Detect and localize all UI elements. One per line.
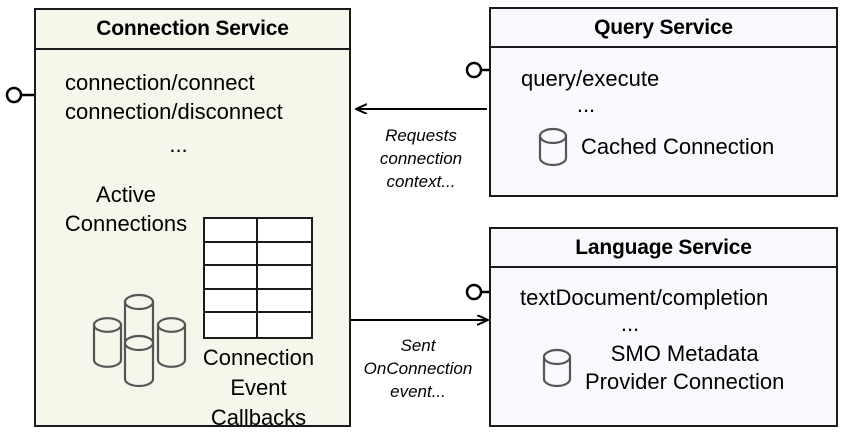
active-connections-label: Active Connections [46, 180, 206, 238]
connection-service-body: connection/connect connection/disconnect… [36, 50, 349, 430]
cached-connection-label: Cached Connection [581, 134, 775, 159]
edge-label-line-1: Requests [385, 126, 457, 145]
database-cluster-icon [84, 288, 224, 398]
connection-service-operations: connection/connect connection/disconnect [36, 68, 349, 126]
table-cell [258, 266, 311, 290]
operation-connection-disconnect[interactable]: connection/disconnect [65, 99, 283, 124]
table-cell [205, 266, 258, 290]
table-cell [205, 289, 258, 314]
query-service-component[interactable]: Query Service query/execute ... Cached C… [489, 7, 838, 197]
table-cell [205, 242, 258, 267]
smo-metadata-provider-label-line-2: Provider Connection [585, 369, 785, 394]
cached-connection-store: Cached Connection [537, 126, 774, 168]
edge-label-line-1: Sent [400, 336, 436, 355]
edge-label-line-2: OnConnection [363, 359, 473, 378]
table-cell [205, 313, 258, 337]
table-cell [258, 219, 311, 243]
edge-label-line-2: connection [379, 149, 463, 168]
table-cell [205, 219, 258, 243]
connection-event-callbacks-label: Connection Event Callbacks [181, 343, 336, 433]
query-service-body: query/execute ... Cached Connection [491, 48, 836, 195]
query-service-operations-ellipsis: ... [576, 92, 596, 117]
connection-event-callbacks-table[interactable] [203, 217, 313, 339]
active-connections-label-line-2: Connections [64, 211, 188, 236]
smo-metadata-provider-label: SMO Metadata Provider Connection [585, 340, 784, 396]
callbacks-label-line-1: Connection [202, 345, 315, 370]
smo-metadata-provider-label-line-1: SMO Metadata [610, 341, 759, 366]
language-service-title: Language Service [491, 229, 836, 268]
callbacks-label-line-2: Event [230, 375, 287, 400]
smo-metadata-provider-store: SMO Metadata Provider Connection [541, 340, 784, 396]
edge-label-sent-onconnection-event: Sent OnConnection event... [352, 334, 484, 403]
database-cylinder-icon [537, 126, 569, 168]
table-cell [258, 290, 311, 314]
active-connections-label-line-1: Active [96, 182, 156, 207]
query-service-title: Query Service [491, 9, 836, 48]
connection-service-component[interactable]: Connection Service connection/connect co… [34, 8, 351, 430]
language-service-body: textDocument/completion ... SMO Metadata… [491, 268, 836, 425]
callbacks-label-line-3: Callbacks [210, 405, 307, 430]
operation-textdocument-completion[interactable]: textDocument/completion [520, 285, 769, 310]
connection-service-title: Connection Service [36, 10, 349, 50]
table-cell [258, 243, 311, 267]
connection-service-operations-ellipsis: ... [169, 132, 188, 157]
edge-label-line-3: context... [386, 172, 456, 191]
edge-label-line-3: event... [390, 382, 446, 401]
language-service-operations-ellipsis: ... [620, 311, 640, 336]
table-cell [258, 313, 311, 337]
operation-query-execute[interactable]: query/execute [521, 66, 660, 91]
database-cylinder-icon [541, 347, 573, 389]
operation-connection-connect[interactable]: connection/connect [65, 70, 255, 95]
language-service-component[interactable]: Language Service textDocument/completion… [489, 227, 838, 427]
edge-label-requests-connection-context: Requests connection context... [360, 124, 482, 193]
